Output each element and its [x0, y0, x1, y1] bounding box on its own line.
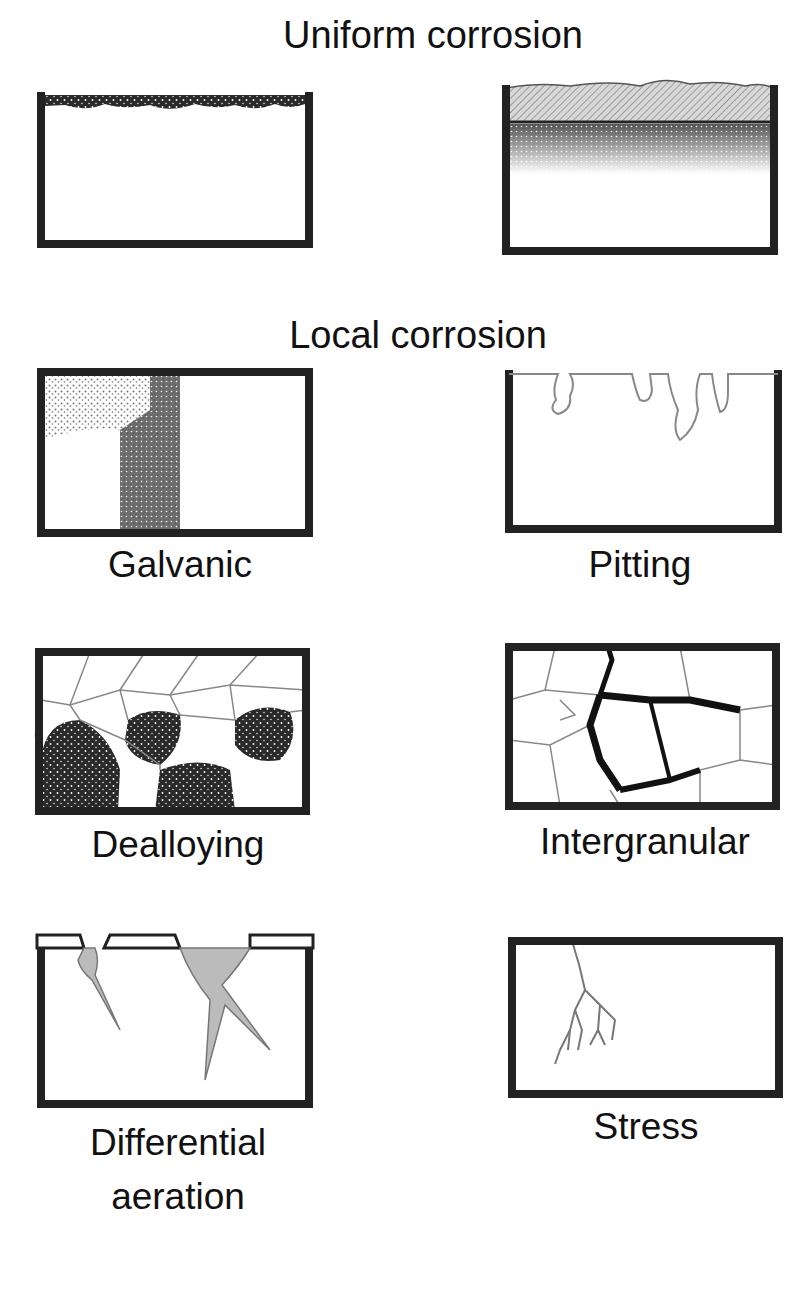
- intergranular-panel: [509, 647, 776, 806]
- panel-caption: Differential aeration: [58, 1116, 298, 1224]
- section-heading: Uniform corrosion: [223, 8, 643, 62]
- stress-panel: [512, 941, 779, 1094]
- dealloying-panel: [36, 652, 307, 811]
- differential-aeration-panel: [37, 935, 313, 1104]
- uniform-thick-panel: [506, 80, 774, 251]
- section-heading: Local corrosion: [228, 308, 608, 362]
- galvanic-panel: [41, 372, 309, 533]
- panel-caption: Dealloying: [33, 818, 323, 872]
- panel-caption: Stress: [506, 1100, 786, 1154]
- panel-caption: Pitting: [500, 538, 780, 592]
- pitting-panel: [509, 370, 778, 529]
- uniform-thin-panel: [41, 92, 309, 244]
- panel-caption: Intergranular: [495, 815, 795, 869]
- panel-caption: Galvanic: [40, 538, 320, 592]
